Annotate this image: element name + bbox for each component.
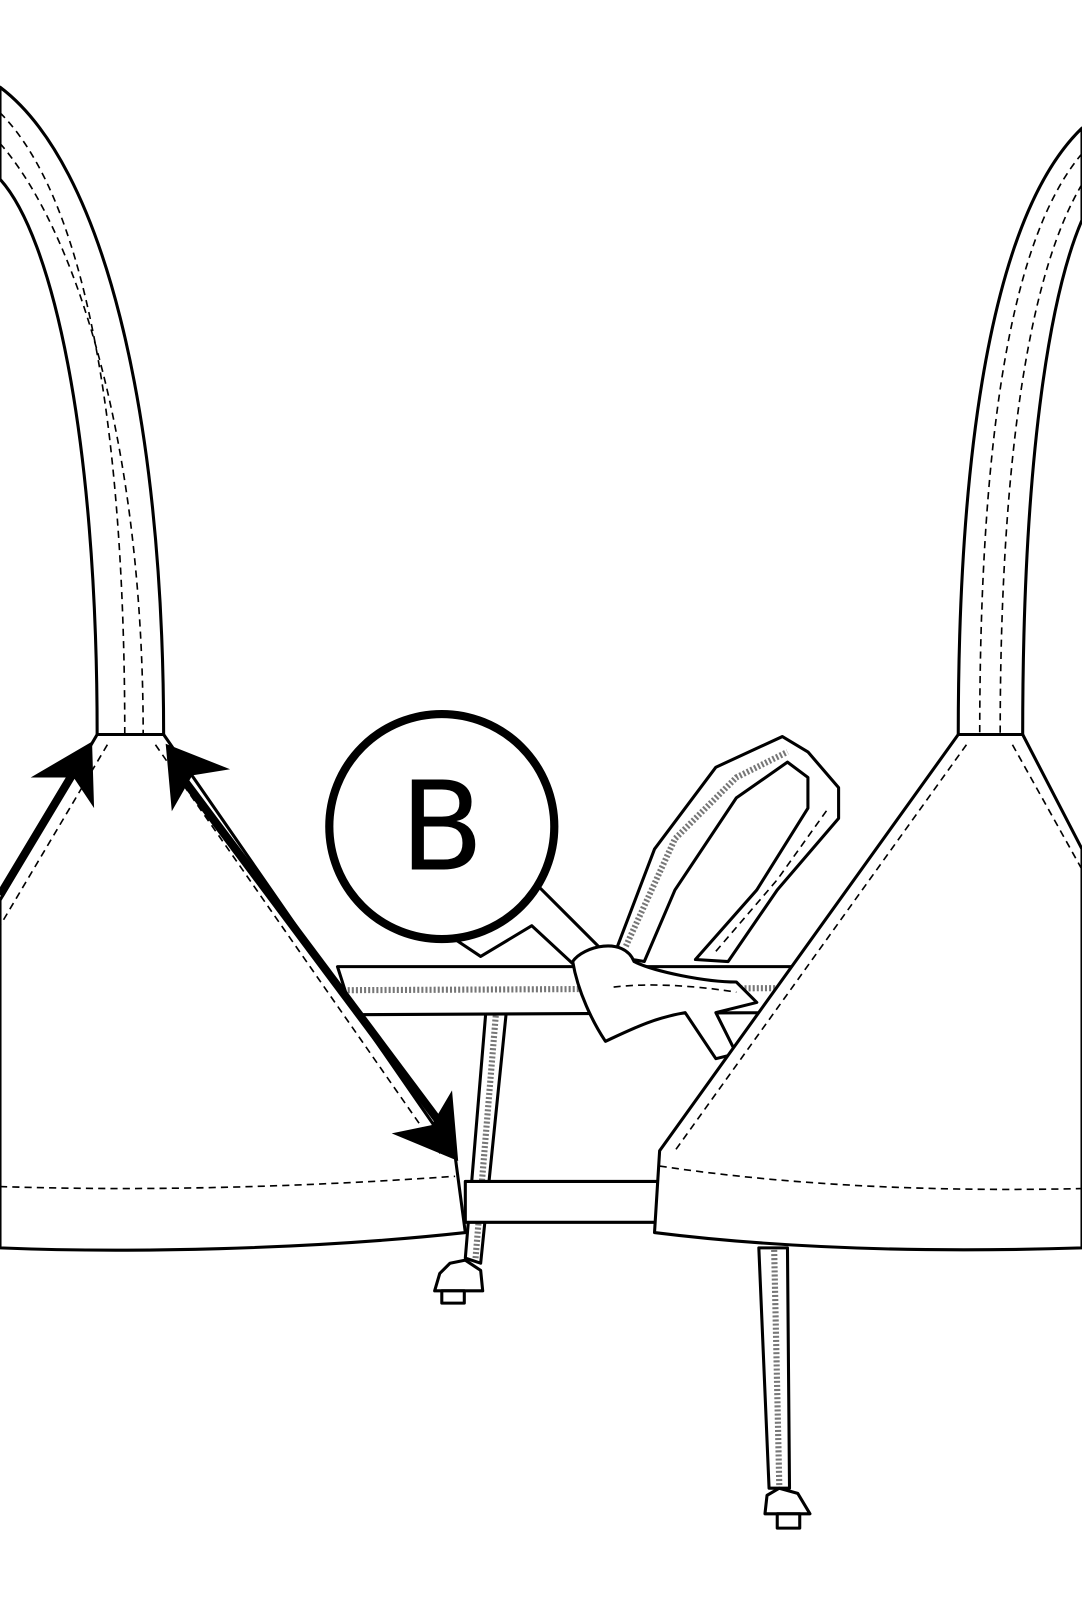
right-cup: [652, 732, 1082, 1252]
bow: [448, 735, 841, 1061]
left-cup: [0, 732, 467, 1252]
left-strap: [0, 85, 166, 737]
measurement-arrow-diagonal: [165, 743, 459, 1161]
center-gore: [463, 1179, 660, 1224]
callout-label: B: [400, 755, 484, 898]
right-hanging-string: [757, 1246, 812, 1530]
right-strap: [956, 126, 1082, 737]
measurement-arrow-left: [0, 741, 95, 898]
callout-b: B: [325, 709, 559, 944]
